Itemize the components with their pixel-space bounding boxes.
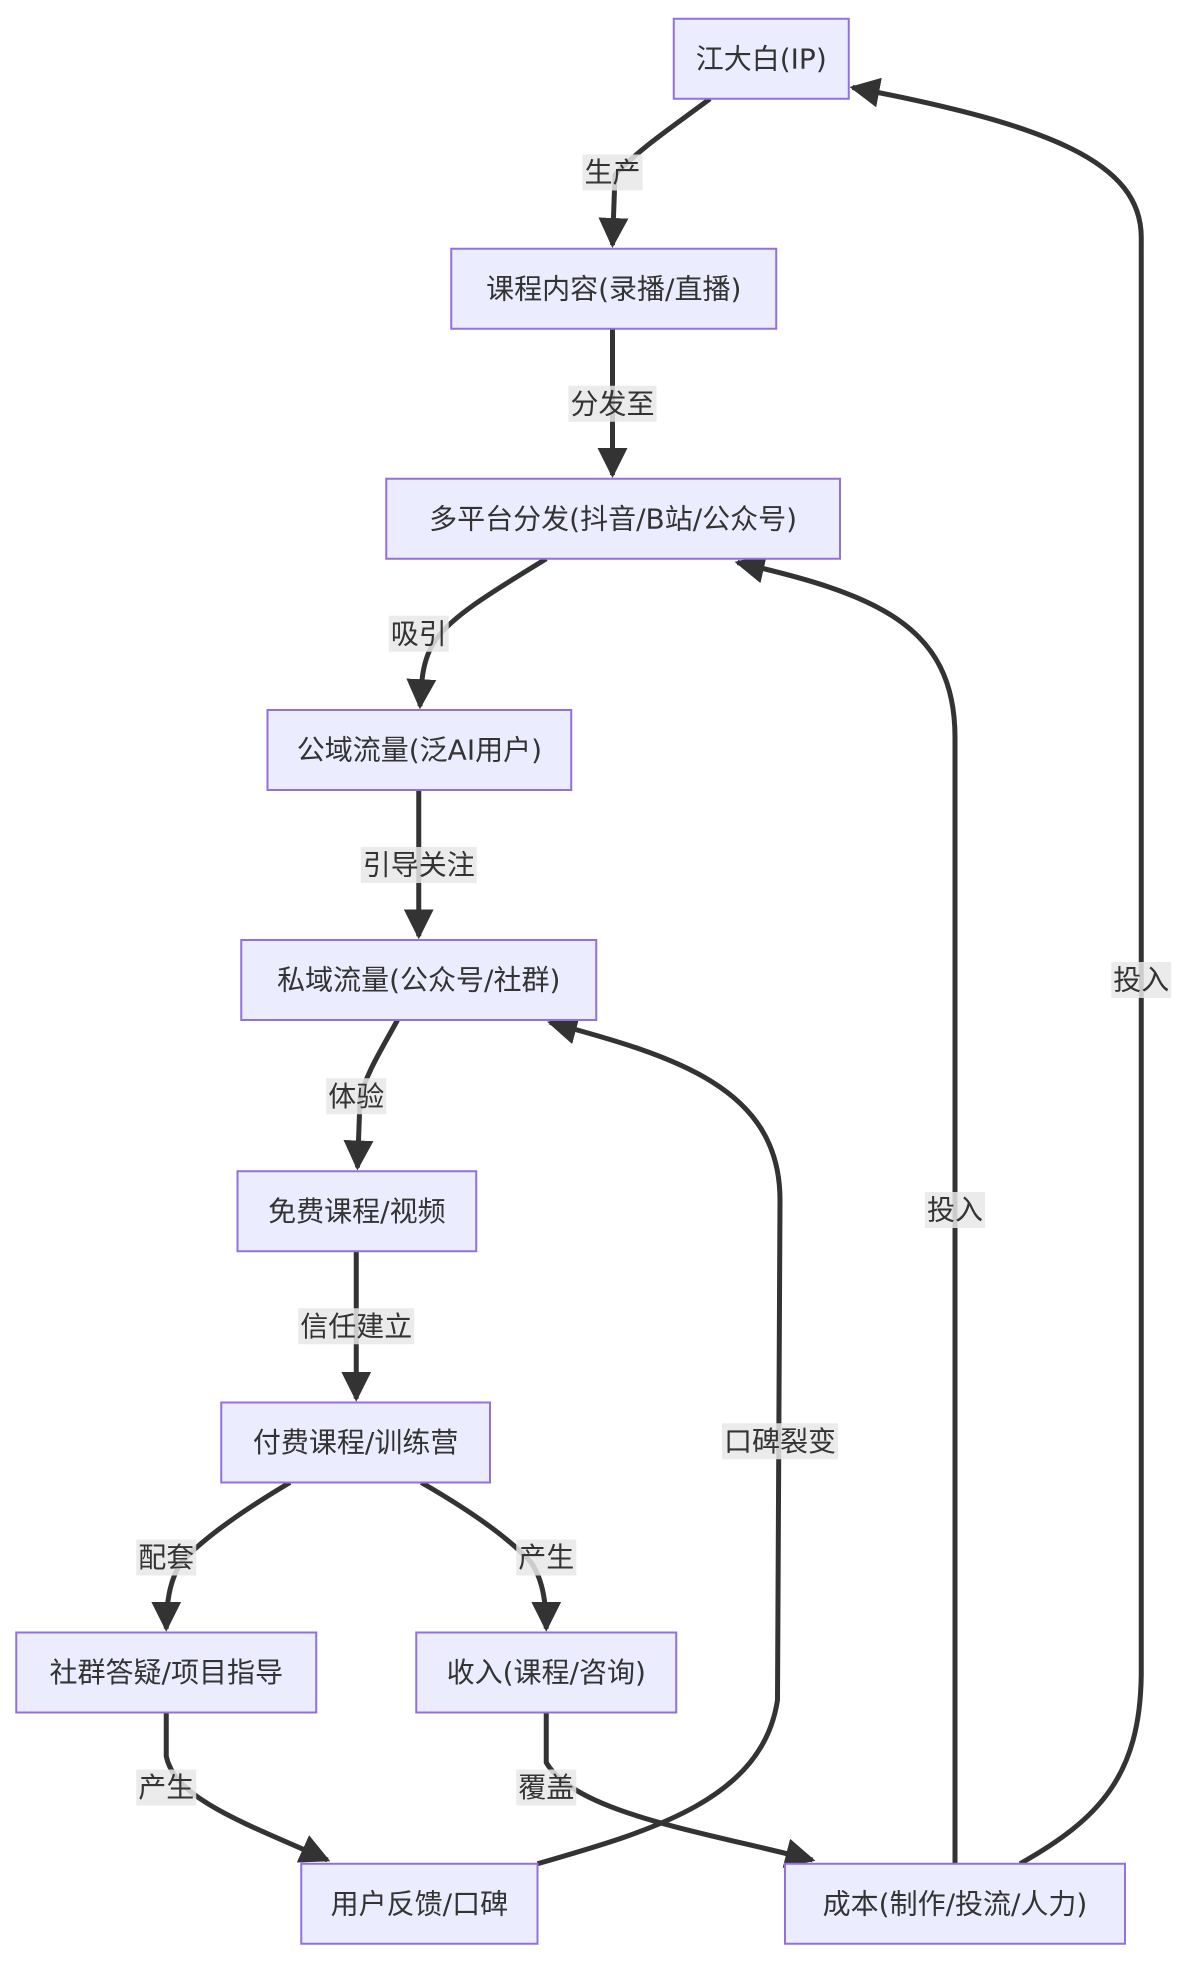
edge-label-background xyxy=(516,1769,577,1806)
edge-label-text: 口碑裂变 xyxy=(724,1425,836,1458)
edge-label-text: 覆盖 xyxy=(518,1771,574,1804)
node-community: 社群答疑/项目指导 xyxy=(15,1631,318,1714)
edge-labels-layer: 生产分发至吸引引导关注体验信任建立配套产生产生覆盖口碑裂变投入投入 xyxy=(136,154,1172,1806)
edge-label-text: 吸引 xyxy=(391,617,447,650)
edge-label-text: 投入 xyxy=(927,1194,983,1227)
edge-label-text: 产生 xyxy=(518,1541,574,1574)
edge-label-cost-to-ip: 投入 xyxy=(1111,962,1172,998)
node-label: 免费课程/视频 xyxy=(268,1195,445,1228)
node-cost: 成本(制作/投流/人力) xyxy=(784,1862,1126,1945)
node-private: 私域流量(公众号/社群) xyxy=(240,939,598,1021)
edge-cost-to-ip xyxy=(849,77,1144,1866)
edge-label-background xyxy=(1111,962,1172,998)
edge-label-background xyxy=(136,1539,197,1576)
edge-community-to-feedback xyxy=(163,1712,331,1863)
node-box xyxy=(784,1862,1126,1945)
edge-label-community-to-feedback: 产生 xyxy=(136,1769,197,1806)
edge-label-cost-to-platform: 投入 xyxy=(924,1192,986,1228)
node-ip: 江大白(IP) xyxy=(672,17,850,100)
edge-cost-to-platform xyxy=(734,553,958,1864)
edge-label-text: 产生 xyxy=(138,1771,194,1804)
node-feedback: 用户反馈/口碑 xyxy=(300,1862,539,1945)
node-box xyxy=(220,1401,491,1484)
node-paid: 付费课程/训练营 xyxy=(220,1401,491,1484)
edge-label-background xyxy=(136,1769,197,1806)
edge-label-private-to-free: 体验 xyxy=(326,1078,387,1115)
node-platform: 多平台分发(抖音/B站/公众号) xyxy=(385,477,841,560)
node-label: 江大白(IP) xyxy=(696,42,827,75)
edge-label-text: 生产 xyxy=(584,156,640,189)
edges-layer xyxy=(151,77,1144,1868)
node-box xyxy=(385,477,841,560)
edge-label-income-to-cost: 覆盖 xyxy=(516,1769,577,1806)
node-box xyxy=(236,1170,478,1253)
edge-label-text: 体验 xyxy=(328,1080,384,1113)
node-public: 公域流量(泛AI用户) xyxy=(266,709,573,791)
edge-label-public-to-private: 引导关注 xyxy=(360,847,477,883)
node-box xyxy=(450,247,778,330)
node-free: 免费课程/视频 xyxy=(236,1170,478,1253)
edge-label-free-to-paid: 信任建立 xyxy=(298,1308,415,1345)
edge-label-background xyxy=(360,847,477,883)
node-label: 成本(制作/投流/人力) xyxy=(823,1887,1088,1920)
node-box xyxy=(240,939,598,1021)
edge-line xyxy=(543,1712,816,1868)
edge-label-text: 信任建立 xyxy=(300,1310,412,1343)
edge-line xyxy=(163,1712,331,1863)
edge-label-background xyxy=(582,154,643,191)
edge-label-feedback-to-private: 口碑裂变 xyxy=(721,1423,839,1460)
node-box xyxy=(266,709,573,791)
node-label: 收入(课程/咨询) xyxy=(447,1656,646,1689)
edge-label-text: 投入 xyxy=(1113,964,1169,997)
node-label: 付费课程/训练营 xyxy=(253,1426,458,1459)
edge-label-background xyxy=(721,1423,839,1460)
edge-label-text: 分发至 xyxy=(570,387,654,420)
node-box xyxy=(672,17,850,100)
node-label: 社群答疑/项目指导 xyxy=(50,1656,283,1689)
node-label: 公域流量(泛AI用户) xyxy=(297,734,542,767)
edge-label-background xyxy=(298,1308,415,1345)
node-label: 多平台分发(抖音/B站/公众号) xyxy=(429,502,797,535)
edge-label-background xyxy=(568,385,657,422)
node-box xyxy=(15,1631,318,1714)
edge-label-platform-to-public: 吸引 xyxy=(388,615,449,652)
edge-label-text: 配套 xyxy=(138,1541,194,1574)
edge-label-paid-to-income: 产生 xyxy=(516,1539,577,1576)
edge-label-background xyxy=(516,1539,577,1576)
edge-label-ip-to-content: 生产 xyxy=(582,154,643,191)
edge-label-background xyxy=(388,615,449,652)
edge-label-text: 引导关注 xyxy=(363,849,475,882)
edge-label-paid-to-community: 配套 xyxy=(136,1539,197,1576)
node-content: 课程内容(录播/直播) xyxy=(450,247,778,330)
node-box xyxy=(415,1631,678,1714)
node-label: 私域流量(公众号/社群) xyxy=(277,964,560,997)
edge-line xyxy=(849,77,1144,1866)
edge-income-to-cost xyxy=(543,1712,816,1868)
nodes-layer: 江大白(IP) 课程内容(录播/直播) 多平台分发(抖音/B站/公众号) 公域流量(泛… xyxy=(15,17,1126,1945)
node-label: 用户反馈/口碑 xyxy=(331,1887,508,1920)
edge-line xyxy=(734,553,958,1864)
edge-label-content-to-platform: 分发至 xyxy=(568,385,657,422)
node-box xyxy=(300,1862,539,1945)
node-income: 收入(课程/咨询) xyxy=(415,1631,678,1714)
edge-label-background xyxy=(924,1192,986,1228)
node-label: 课程内容(录播/直播) xyxy=(486,272,741,305)
edge-label-background xyxy=(326,1078,387,1115)
